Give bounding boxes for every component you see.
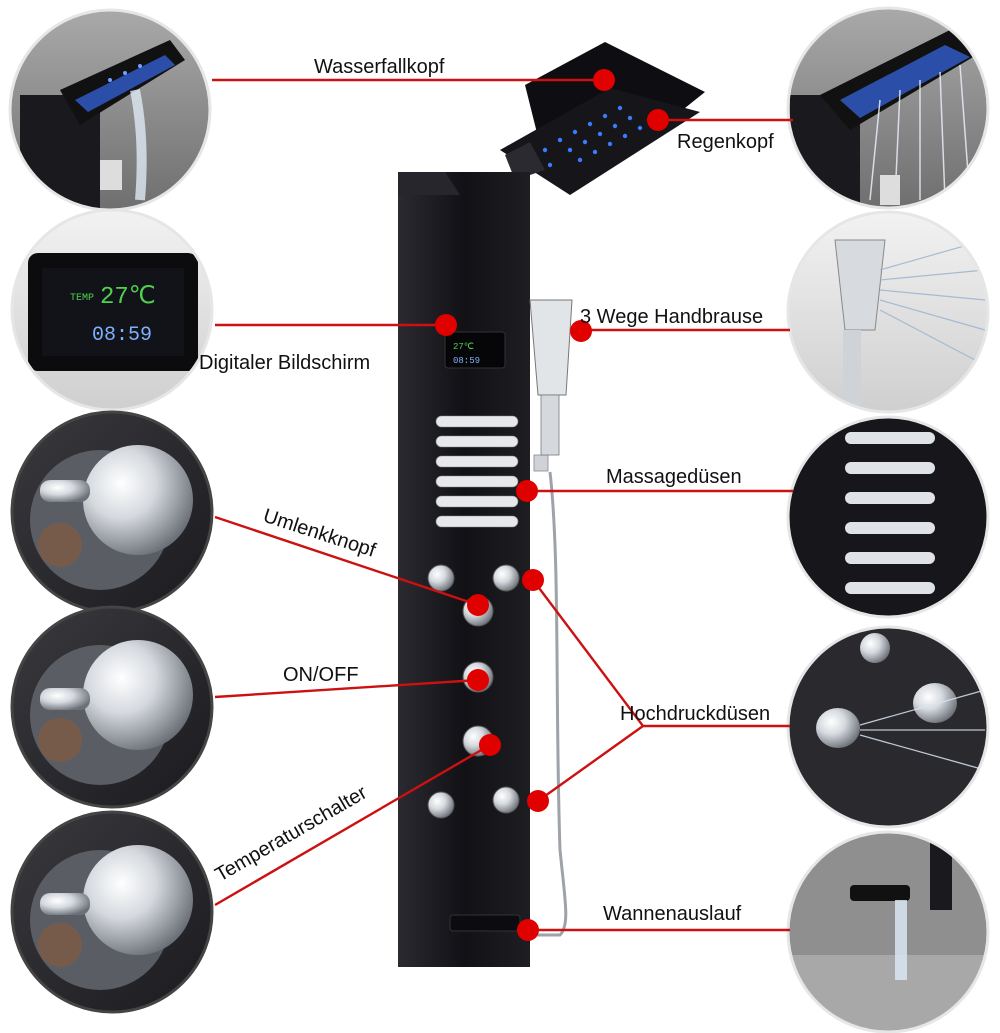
label-massage-jets: Massagedüsen bbox=[606, 466, 742, 488]
tub-spout bbox=[449, 914, 521, 932]
label-rain-head: Regenkopf bbox=[677, 131, 774, 153]
shower-panel: 27℃ 08:59 bbox=[398, 42, 705, 967]
label-digital-display: Digitaler Bildschirm bbox=[199, 352, 370, 374]
panel-display-temp: 27℃ bbox=[453, 342, 474, 352]
rain-head-led-nozzles bbox=[527, 105, 643, 168]
label-hand-shower: 3 Wege Handbrause bbox=[580, 306, 763, 328]
massage-jet-bars bbox=[435, 415, 519, 528]
thumb-time: 08:59 bbox=[92, 324, 152, 347]
label-on-off: ON/OFF bbox=[283, 664, 359, 686]
tub-spout-photo bbox=[786, 830, 990, 1033]
label-temperature-switch: Temperaturschalter bbox=[212, 782, 372, 887]
hand-shower bbox=[529, 299, 573, 396]
waterfall-head-photo bbox=[8, 8, 212, 212]
temperature-knob-photo bbox=[10, 810, 214, 1014]
callout-markers bbox=[435, 69, 669, 941]
label-high-pressure-jets: Hochdruckdüsen bbox=[620, 703, 770, 725]
massage-jets-photo bbox=[786, 415, 990, 619]
label-tub-spout: Wannenauslauf bbox=[603, 903, 742, 925]
thumb-temp-tag: TEMP bbox=[70, 293, 94, 304]
panel-display bbox=[444, 331, 506, 369]
label-diverter-knob: Umlenkknopf bbox=[260, 505, 378, 562]
on-off-knob-photo bbox=[10, 605, 214, 809]
panel-display-time: 08:59 bbox=[453, 356, 480, 366]
diverter-knob-photo bbox=[10, 410, 214, 614]
hand-shower-photo bbox=[786, 210, 990, 414]
hose bbox=[520, 471, 568, 937]
display-photo: TEMP 27℃ 08:59 bbox=[10, 208, 214, 412]
label-waterfall-head: Wasserfallkopf bbox=[314, 56, 445, 78]
high-pressure-jets-photo bbox=[786, 625, 990, 829]
rain-head-photo bbox=[786, 6, 990, 210]
leader-lines bbox=[212, 78, 793, 932]
thumb-temperature: 27℃ bbox=[100, 284, 156, 311]
